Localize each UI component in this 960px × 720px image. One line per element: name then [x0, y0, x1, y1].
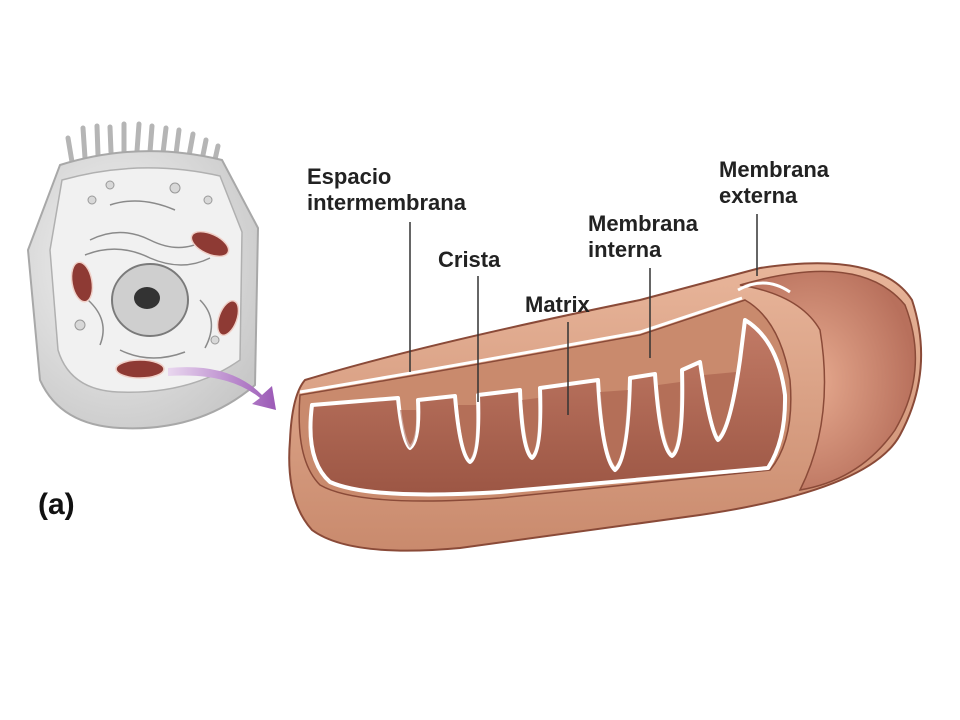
label-line: Crista [438, 247, 501, 272]
cell-illustration [26, 121, 276, 430]
mitochondrion [288, 262, 923, 552]
label-line: Matrix [525, 292, 590, 317]
nucleolus [134, 287, 160, 309]
endoplasmic-reticulum [84, 200, 213, 359]
label-line: interna [588, 237, 662, 262]
cell-mitochondria [70, 230, 240, 379]
panel-label: (a) [38, 488, 75, 521]
label-line: Membrana [719, 157, 830, 182]
matrix [308, 318, 788, 497]
leader-lines [409, 214, 758, 415]
vesicles [74, 180, 220, 345]
label-line: intermembrana [307, 190, 466, 215]
label-line: Espacio [307, 164, 392, 189]
outer-membrane-line [299, 296, 743, 394]
label-matrix: Matrix [525, 292, 590, 318]
cristae [400, 372, 736, 466]
label-membrana-externa: Membrana externa [719, 157, 829, 209]
label-membrana-interna: Membrana interna [588, 211, 698, 263]
label-espacio-intermembrana: Espacio intermembrana [307, 164, 466, 216]
mitochondrion-end-cap [739, 270, 917, 491]
label-line: Membrana [588, 211, 699, 236]
label-line: externa [719, 183, 798, 208]
outer-membrane-rim [737, 281, 791, 294]
magnify-arrow [168, 367, 276, 410]
label-crista: Crista [438, 247, 500, 273]
